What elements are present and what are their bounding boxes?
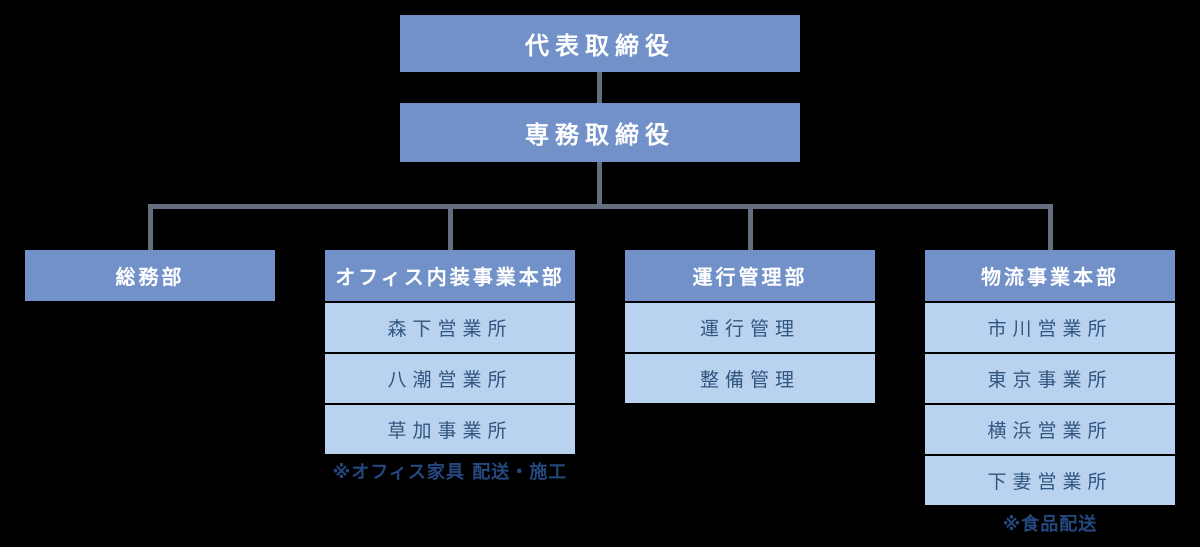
dept-general-affairs: 総務部 bbox=[25, 250, 275, 301]
dept-logistics: 物流事業本部 bbox=[925, 250, 1175, 301]
note-office-furniture: ※オフィス家具 配送・施工 bbox=[332, 462, 568, 483]
connector-stem-top bbox=[597, 72, 602, 103]
note-food-delivery: ※食品配送 bbox=[1002, 514, 1098, 535]
office-morishita: 森下営業所 bbox=[325, 303, 575, 352]
connector-drop-1 bbox=[148, 207, 153, 250]
node-representative-director: 代表取締役 bbox=[400, 15, 800, 72]
office-yokohama: 横浜営業所 bbox=[925, 405, 1175, 454]
connector-horizontal bbox=[148, 204, 1053, 209]
connector-drop-3 bbox=[748, 207, 753, 250]
office-ichikawa: 市川営業所 bbox=[925, 303, 1175, 352]
office-tokyo: 東京事業所 bbox=[925, 354, 1175, 403]
unit-operation-management: 運行管理 bbox=[625, 303, 875, 352]
connector-stem-mid bbox=[597, 162, 602, 208]
dept-operation-management: 運行管理部 bbox=[625, 250, 875, 301]
connector-drop-2 bbox=[448, 207, 453, 250]
office-shimotsuma: 下妻営業所 bbox=[925, 456, 1175, 505]
office-soka: 草加事業所 bbox=[325, 405, 575, 454]
office-yashio: 八潮営業所 bbox=[325, 354, 575, 403]
dept-office-interior: オフィス内装事業本部 bbox=[325, 250, 575, 301]
unit-maintenance-management: 整備管理 bbox=[625, 354, 875, 403]
node-senior-managing-director: 専務取締役 bbox=[400, 103, 800, 162]
connector-drop-4 bbox=[1048, 207, 1053, 250]
